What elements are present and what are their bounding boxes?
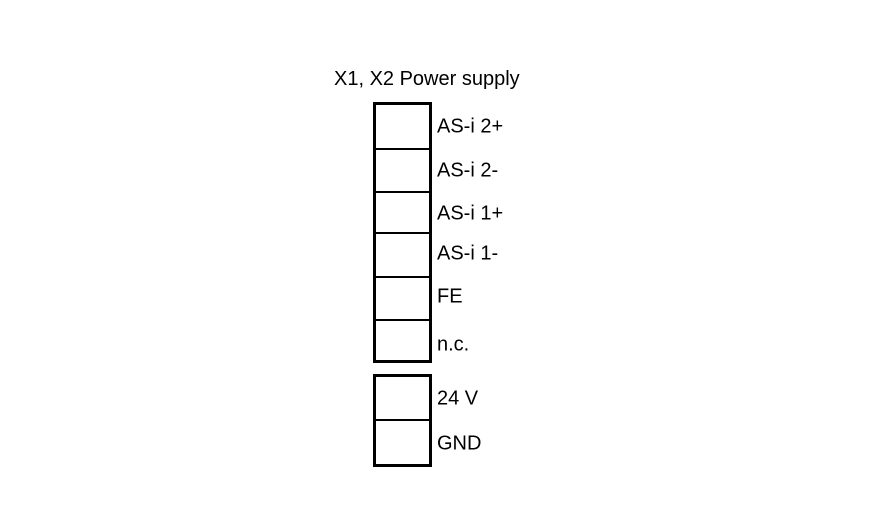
terminal-gnd — [376, 421, 429, 464]
label-nc: n.c. — [437, 333, 470, 356]
diagram-title: X1, X2 Power supply — [334, 68, 520, 90]
terminal-24v — [376, 377, 429, 421]
label-gnd: GND — [437, 432, 482, 455]
label-24v: 24 V — [437, 387, 479, 410]
terminal-asi1-minus — [376, 234, 429, 278]
label-asi2-minus: AS-i 2- — [437, 159, 499, 182]
terminal-block-power — [373, 374, 432, 467]
terminal-fe — [376, 278, 429, 321]
label-fe: FE — [437, 285, 463, 308]
terminal-block-asi — [373, 102, 432, 363]
terminal-asi2-minus — [376, 150, 429, 193]
terminal-nc — [376, 321, 429, 360]
label-asi1-plus: AS-i 1+ — [437, 202, 504, 225]
label-asi1-minus: AS-i 1- — [437, 242, 499, 265]
label-asi2-plus: AS-i 2+ — [437, 115, 504, 138]
terminal-asi2-plus — [376, 105, 429, 150]
terminal-asi1-plus — [376, 193, 429, 234]
